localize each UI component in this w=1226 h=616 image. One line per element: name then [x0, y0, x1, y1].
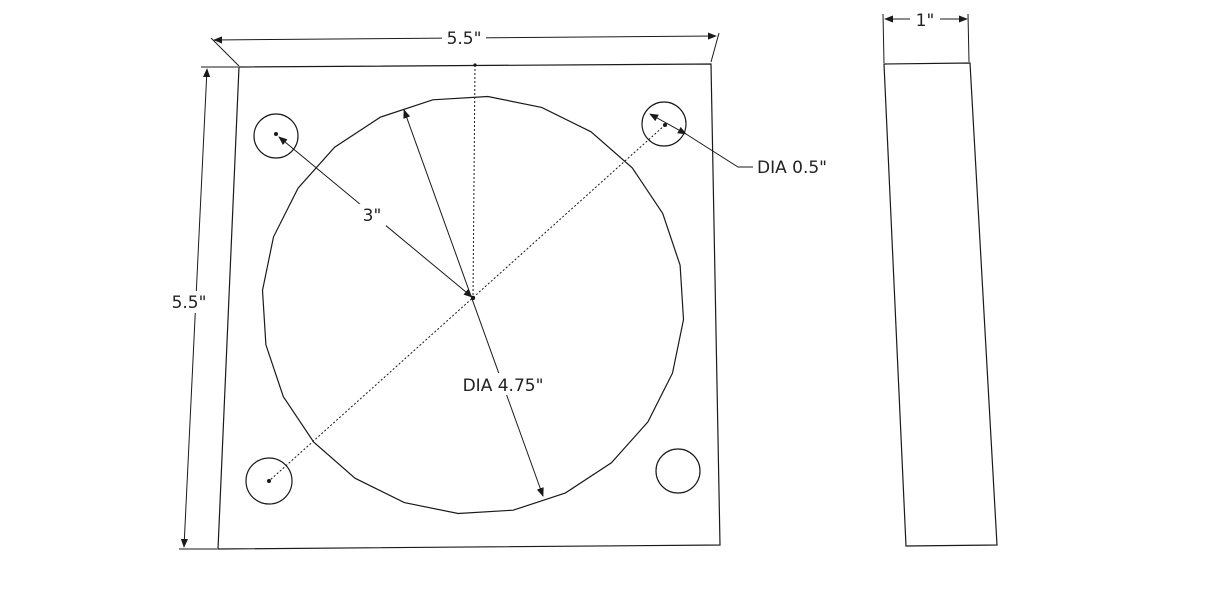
height-label: 5.5": [172, 293, 207, 313]
radius-label: 3": [363, 206, 382, 226]
width-label-bg: [442, 28, 486, 48]
mounting-hole-bottom-right: [655, 448, 701, 494]
width-extension-left: [210, 37, 240, 67]
top-edge-midpoint: [473, 63, 477, 67]
hole-diameter-label: DIA 0.5": [757, 158, 827, 178]
diagonal-center-guide: [268, 124, 666, 482]
diameter-dimension-line: [403, 109, 544, 497]
side-view: 1": [882, 10, 998, 547]
width-extension-right: [710, 32, 720, 63]
center-diameter-label: DIA 4.75": [463, 376, 544, 396]
width-label: 5.5": [447, 29, 482, 49]
height-label-bg: [164, 291, 214, 313]
front-view: 3" DIA 4.75" DIA 0.5": [217, 63, 827, 550]
side-profile: [883, 62, 998, 547]
center-diameter-label-bg: [456, 373, 552, 395]
mounting-hole-top-left: [253, 113, 299, 159]
thickness-label-bg: [910, 10, 940, 30]
hole-diameter-leader: [685, 133, 753, 168]
hole-center-point-top-left: [274, 132, 278, 136]
height-dimension: 5.5": [164, 66, 238, 550]
center-cutout: [261, 95, 685, 515]
width-dimension: 5.5": [210, 28, 720, 67]
radius-label-bg: [358, 204, 386, 226]
thickness-label: 1": [916, 11, 935, 31]
thickness-extension-right: [967, 13, 970, 63]
hole-diameter-dimension-line: [649, 113, 687, 135]
vertical-center-guide: [472, 64, 476, 299]
plate-face: [217, 63, 721, 550]
thickness-extension-left: [882, 13, 885, 64]
mounting-hole-bottom-left: [245, 457, 293, 505]
